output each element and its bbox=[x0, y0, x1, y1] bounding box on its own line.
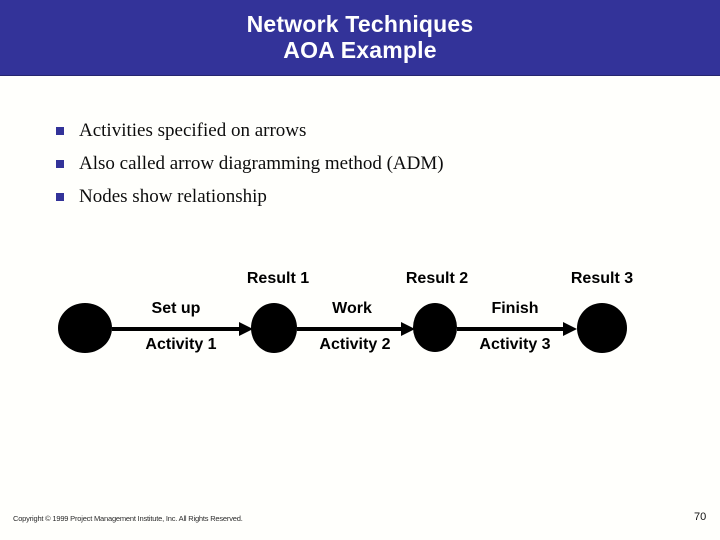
arrow-line-2 bbox=[297, 327, 401, 331]
network-node-2 bbox=[251, 303, 297, 353]
arrow-top-label-1: Set up bbox=[151, 300, 201, 317]
arrow-head-icon bbox=[401, 322, 415, 336]
slide-title-bar: Network Techniques AOA Example bbox=[0, 0, 720, 76]
bullet-text-3: Nodes show relationship bbox=[79, 186, 267, 207]
arrow-head-icon bbox=[239, 322, 253, 336]
network-node-3 bbox=[413, 303, 457, 352]
bullet-square-icon bbox=[56, 193, 64, 201]
result-label-2: Result 2 bbox=[405, 270, 469, 287]
bullet-text-1: Activities specified on arrows bbox=[79, 120, 307, 141]
result-label-3: Result 3 bbox=[570, 270, 634, 287]
activity-label-3: Activity 3 bbox=[479, 336, 551, 353]
page-number: 70 bbox=[694, 511, 707, 523]
bullet-square-icon bbox=[56, 160, 64, 168]
bullet-square-icon bbox=[56, 127, 64, 135]
result-label-1: Result 1 bbox=[246, 270, 310, 287]
activity-label-1: Activity 1 bbox=[145, 336, 217, 353]
network-node-4 bbox=[577, 303, 627, 353]
bullet-item-3: Nodes show relationship bbox=[56, 186, 267, 208]
copyright-text: Copyright © 1999 Project Management Inst… bbox=[13, 514, 243, 523]
arrow-line-3 bbox=[457, 327, 563, 331]
bullet-text-2: Also called arrow diagramming method (AD… bbox=[79, 153, 444, 174]
bullet-item-1: Activities specified on arrows bbox=[56, 120, 306, 142]
bullet-item-2: Also called arrow diagramming method (AD… bbox=[56, 153, 444, 175]
arrow-line-1 bbox=[112, 327, 239, 331]
arrow-top-label-3: Finish bbox=[491, 300, 539, 317]
arrow-head-icon bbox=[563, 322, 577, 336]
network-node-1 bbox=[58, 303, 112, 353]
activity-label-2: Activity 2 bbox=[319, 336, 391, 353]
slide-title-line-1: Network Techniques bbox=[246, 11, 474, 37]
arrow-top-label-2: Work bbox=[332, 300, 372, 317]
slide-title-line-2: AOA Example bbox=[283, 37, 437, 63]
